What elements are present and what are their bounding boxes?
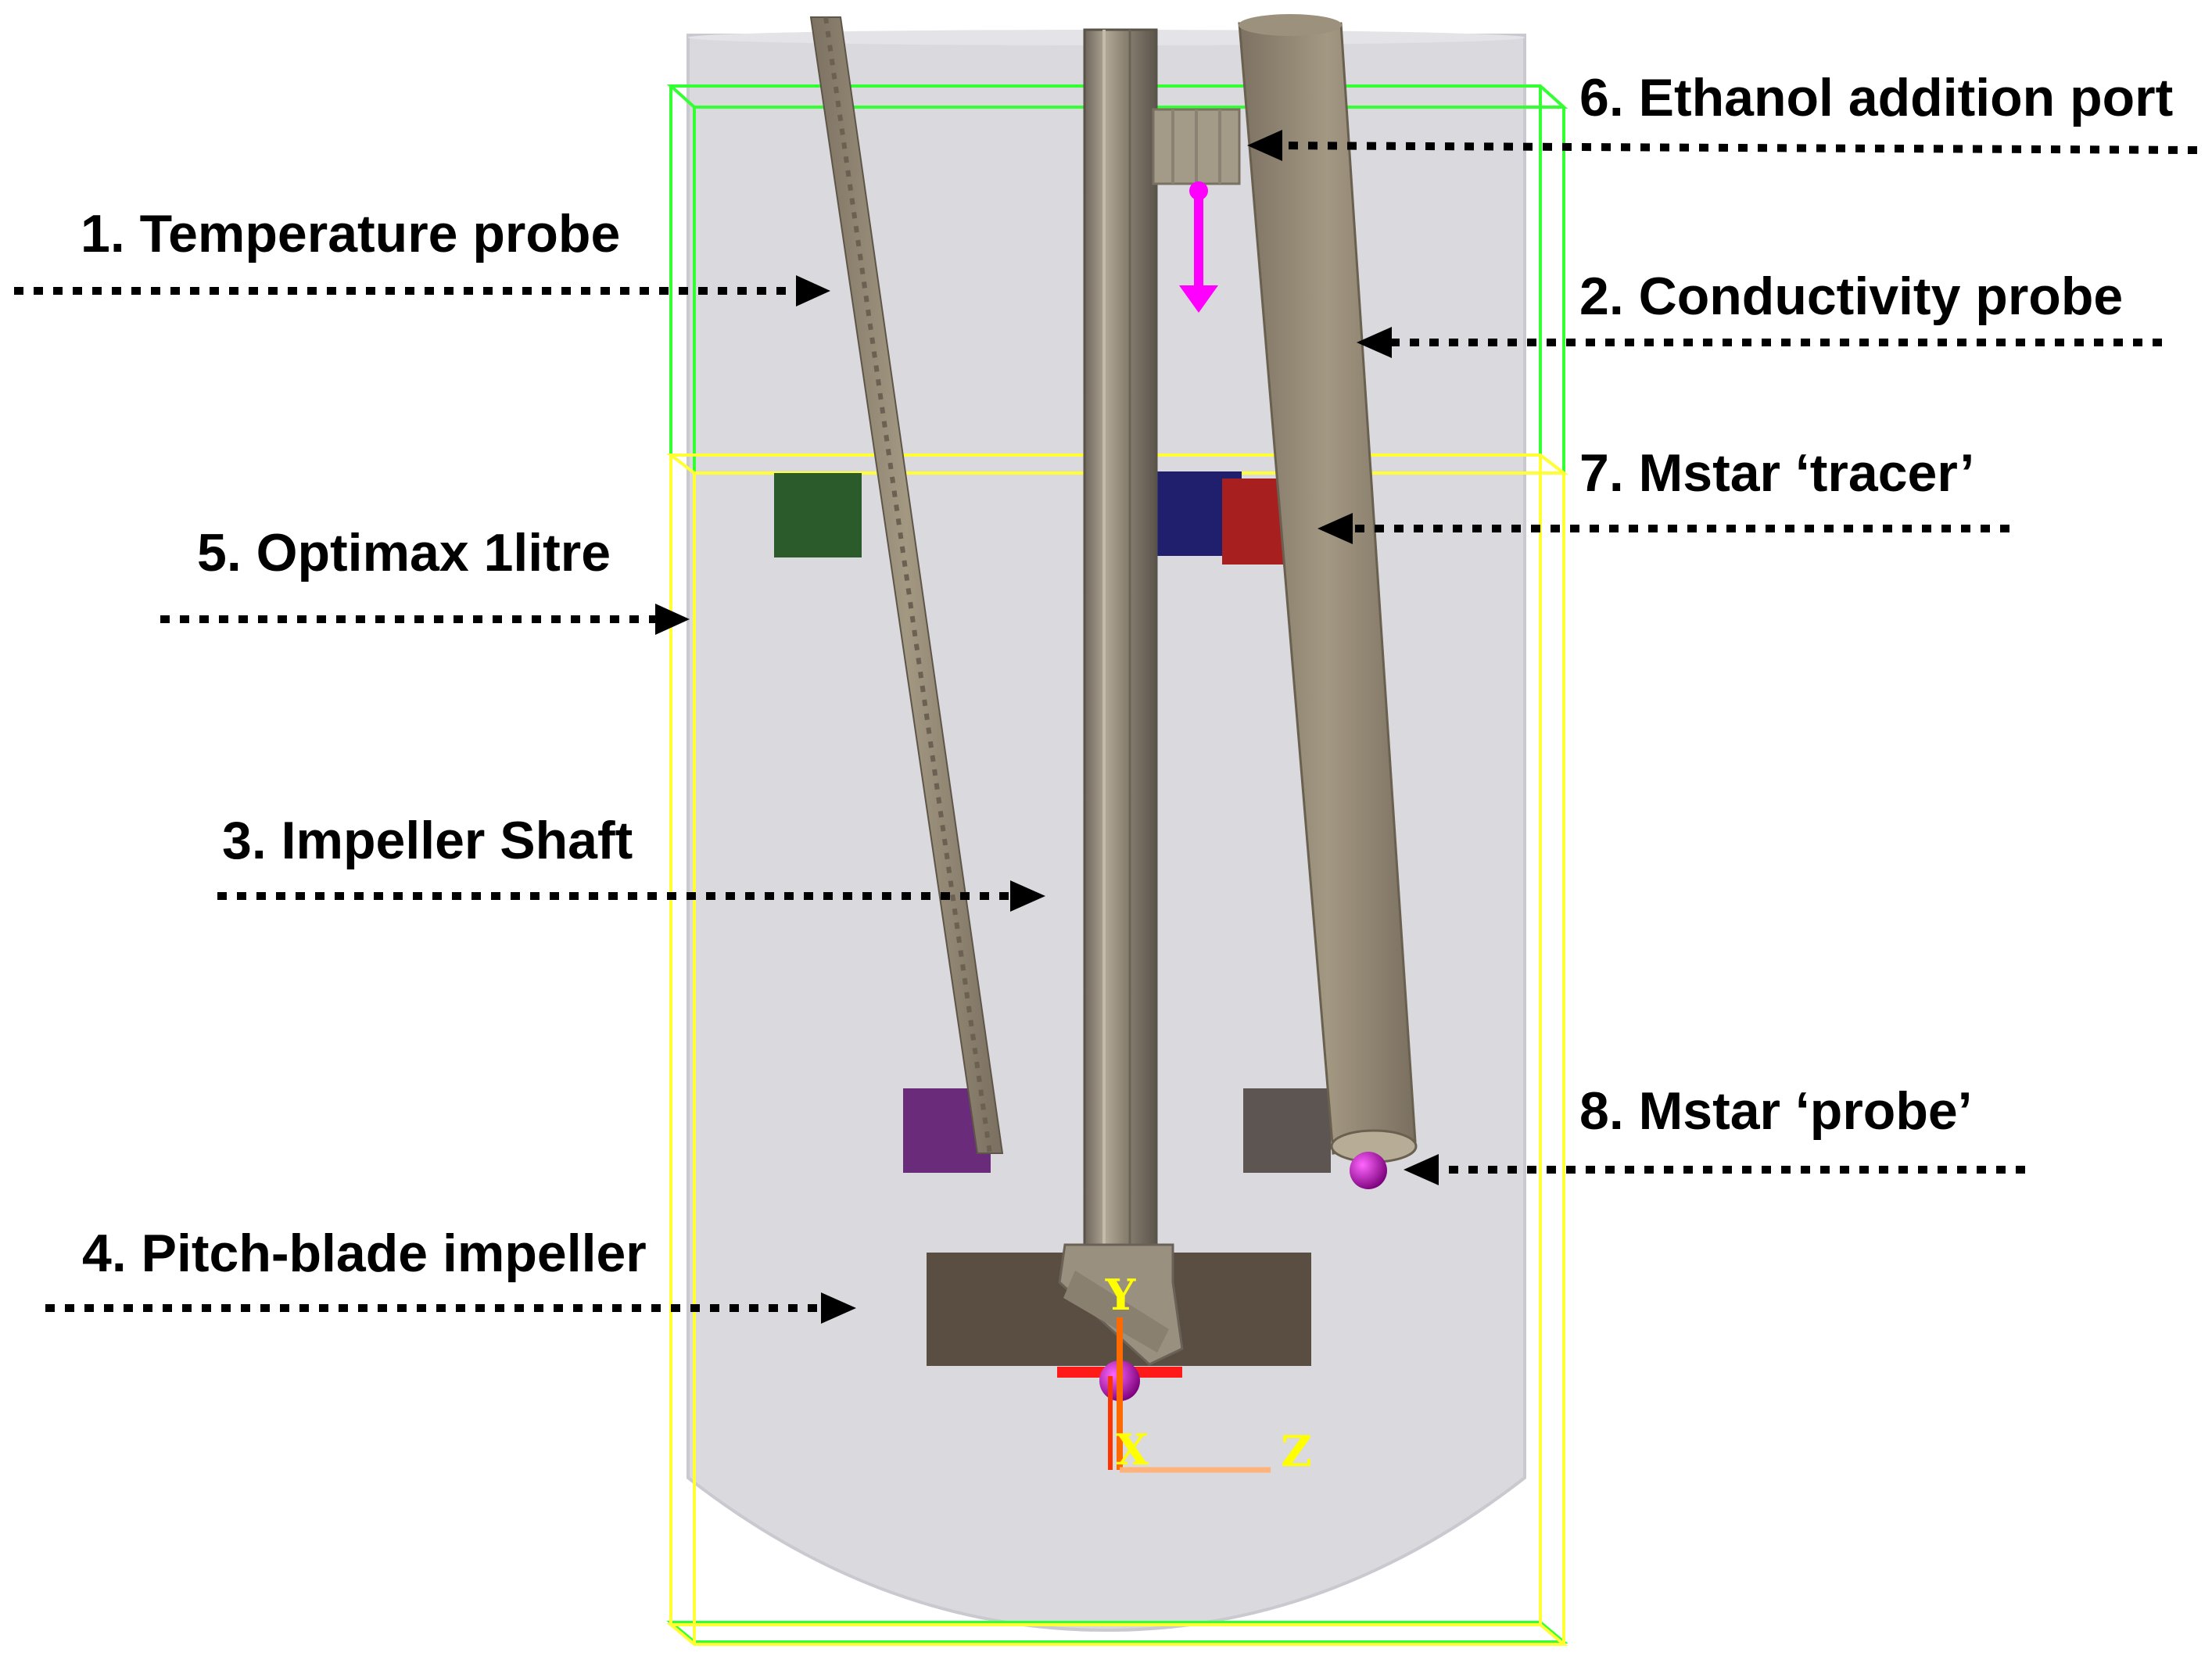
arrowhead-pitch-blade-impeller (821, 1292, 856, 1324)
arrowhead-optimax (655, 604, 690, 635)
axis-x-label: X (1116, 1425, 1149, 1475)
yellow-bounding-box (666, 453, 1568, 1646)
label-conductivity-probe: 2. Conductivity probe (1579, 267, 2123, 326)
label-optimax: 5. Optimax 1litre (197, 523, 611, 582)
arrowhead-ethanol-port (1247, 130, 1282, 161)
label-temperature-probe: 1. Temperature probe (81, 204, 620, 263)
arrowhead-conductivity-probe (1357, 327, 1392, 358)
arrowhead-temperature-probe (796, 275, 830, 306)
mstar-probe-ball (1350, 1152, 1387, 1189)
label-pitch-blade-impeller: 4. Pitch-blade impeller (82, 1224, 647, 1283)
leader-ethanol-port (1266, 142, 2198, 154)
impeller-hub-twist (1063, 1271, 1169, 1353)
label-mstar-probe: 8. Mstar ‘probe’ (1579, 1081, 1973, 1141)
baffle-green (774, 473, 862, 557)
ethanol-feed-origin (1189, 181, 1208, 200)
axis-y-label: Y (1105, 1270, 1137, 1320)
axis-z-label: Z (1281, 1426, 1311, 1476)
impeller-shaft (1083, 28, 1158, 1263)
coordinate-axes: Y X Z (1105, 1270, 1312, 1476)
label-impeller-shaft: 3. Impeller Shaft (222, 811, 633, 870)
conductivity-probe-top (1239, 14, 1342, 36)
baffle-grey (1243, 1088, 1331, 1173)
ethanol-feed-arrowhead (1179, 285, 1218, 313)
arrowhead-mstar-probe (1404, 1154, 1439, 1185)
arrowhead-mstar-tracer (1318, 513, 1353, 544)
temperature-probe (809, 16, 1004, 1154)
arrowhead-impeller-shaft (1010, 880, 1045, 912)
label-mstar-tracer: 7. Mstar ‘tracer’ (1579, 443, 1974, 503)
label-ethanol-port: 6. Ethanol addition port (1579, 68, 2173, 127)
